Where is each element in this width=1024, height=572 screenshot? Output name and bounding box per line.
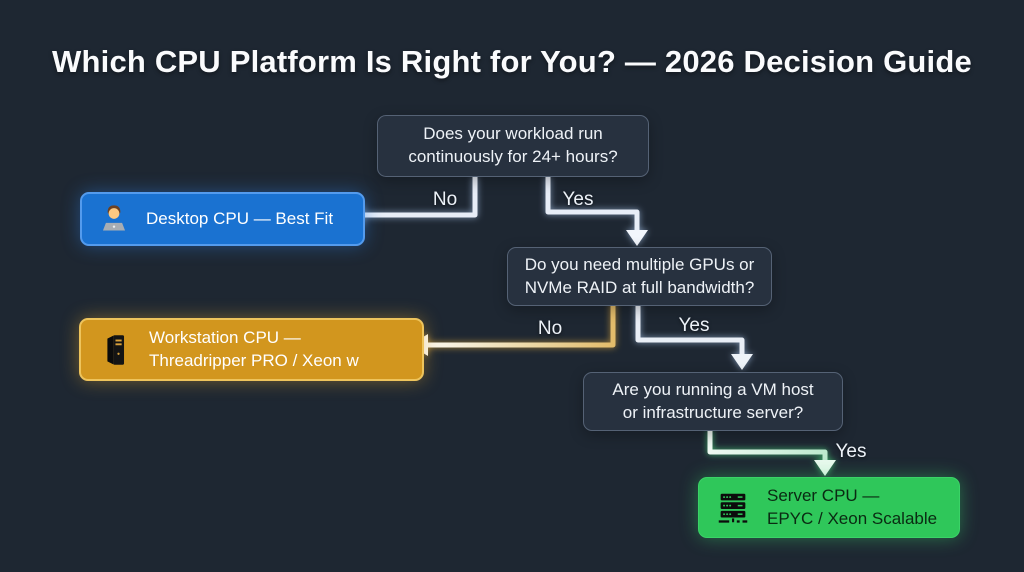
- edge-label-q3-yes: Yes: [835, 441, 867, 462]
- result-label: Server CPU — EPYC / Xeon Scalable: [767, 485, 937, 530]
- result-node-server-cpu: Server CPU — EPYC / Xeon Scalable: [698, 477, 960, 538]
- page-title: Which CPU Platform Is Right for You? — 2…: [52, 44, 972, 79]
- man-technologist-icon: [102, 205, 126, 231]
- question-node-vm-host: Are you running a VM host or infrastruct…: [583, 372, 843, 431]
- edge-label-q1-yes: Yes: [562, 189, 594, 210]
- question-line: Are you running a VM host: [612, 379, 814, 399]
- question-line: or infrastructure server?: [622, 402, 804, 422]
- edge-label-q1-no: No: [432, 189, 458, 210]
- result-node-workstation-cpu: Workstation CPU — Threadripper PRO / Xeo…: [79, 318, 424, 381]
- tower-pc-icon: [107, 334, 125, 365]
- edge-q2-no-arrow: [410, 303, 616, 356]
- result-node-desktop-cpu: Desktop CPU — Best Fit: [80, 192, 365, 246]
- edge-label-q2-no: No: [537, 318, 563, 339]
- result-line: EPYC / Xeon Scalable: [767, 508, 938, 528]
- result-line: Threadripper PRO / Xeon w: [149, 350, 359, 370]
- question-line: Does your workload run: [423, 124, 603, 144]
- result-line: Desktop CPU — Best Fit: [146, 208, 334, 228]
- question-line: Do you need multiple GPUs or: [524, 254, 755, 274]
- edge-q3-yes-arrow: [707, 430, 836, 476]
- edge-q1-yes-arrow: [545, 177, 648, 246]
- question-text: Do you need multiple GPUs or NVMe RAID a…: [525, 254, 755, 300]
- question-line: continuously for 24+ hours?: [408, 147, 618, 166]
- result-label: Desktop CPU — Best Fit: [146, 208, 333, 230]
- question-text: Are you running a VM host or infrastruct…: [612, 379, 813, 425]
- question-text: Does your workload run continuously for …: [408, 123, 617, 169]
- server-rack-icon: [718, 493, 748, 523]
- question-line: NVMe RAID at full bandwidth?: [524, 277, 755, 297]
- edge-label-q2-yes: Yes: [678, 315, 710, 336]
- result-line: Server CPU —: [767, 486, 880, 506]
- question-node-continuous-workload: Does your workload run continuously for …: [377, 115, 649, 177]
- result-line: Workstation CPU —: [149, 328, 301, 348]
- question-node-gpu-nvme: Do you need multiple GPUs or NVMe RAID a…: [507, 247, 772, 306]
- result-label: Workstation CPU — Threadripper PRO / Xeo…: [149, 327, 359, 372]
